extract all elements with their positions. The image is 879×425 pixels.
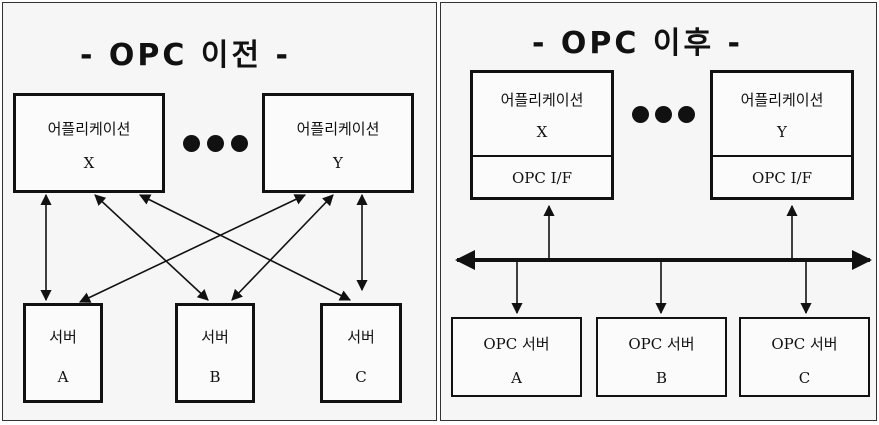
- app-id: Y: [777, 123, 787, 141]
- before-title: - OPC 이전 -: [80, 38, 291, 73]
- server-name: 서버: [347, 328, 375, 346]
- app-box-y: 어플리케이션 Y: [262, 93, 414, 193]
- after-title: - OPC 이후 -: [532, 26, 743, 61]
- arrow-y-b: [231, 194, 334, 301]
- interface-divider: [713, 155, 851, 157]
- ellipsis-dot: [183, 135, 200, 152]
- opc-interface-label: OPC I/F: [511, 169, 573, 187]
- server-name: 서버: [49, 328, 77, 346]
- server-id: B: [655, 369, 668, 387]
- ellipsis-dot: [207, 135, 224, 152]
- server-id: A: [57, 368, 69, 386]
- server-box-b: 서버 B: [175, 303, 255, 403]
- interface-divider: [473, 155, 611, 157]
- server-name: OPC 서버: [483, 335, 550, 353]
- app-box-y: 어플리케이션 Y OPC I/F: [710, 70, 854, 200]
- ellipsis-dot: [678, 106, 695, 123]
- app-id: X: [536, 123, 548, 141]
- server-name: OPC 서버: [628, 335, 695, 353]
- opc-server-box-a: OPC 서버 A: [451, 317, 582, 397]
- app-box-x: 어플리케이션 X OPC I/F: [470, 70, 614, 200]
- server-box-c: 서버 C: [320, 303, 402, 403]
- opc-server-box-b: OPC 서버 B: [596, 317, 727, 397]
- server-box-a: 서버 A: [23, 303, 103, 403]
- app-name: 어플리케이션: [47, 120, 131, 138]
- server-name: OPC 서버: [771, 335, 838, 353]
- server-name: 서버: [201, 328, 229, 346]
- arrow-x-b: [94, 194, 209, 301]
- server-id: C: [355, 368, 367, 386]
- app-name: 어플리케이션: [740, 91, 824, 109]
- server-id: C: [798, 369, 811, 387]
- server-id: B: [209, 368, 221, 386]
- ellipsis-dot: [632, 106, 649, 123]
- opc-interface-label: OPC I/F: [751, 169, 813, 187]
- app-id: Y: [333, 154, 343, 172]
- opc-server-box-c: OPC 서버 C: [739, 317, 870, 397]
- ellipsis-dot: [655, 106, 672, 123]
- server-id: A: [511, 369, 522, 387]
- ellipsis-dot: [231, 135, 248, 152]
- app-id: X: [83, 154, 95, 172]
- app-name: 어플리케이션: [296, 120, 380, 138]
- app-name: 어플리케이션: [500, 91, 584, 109]
- app-box-x: 어플리케이션 X: [13, 93, 165, 193]
